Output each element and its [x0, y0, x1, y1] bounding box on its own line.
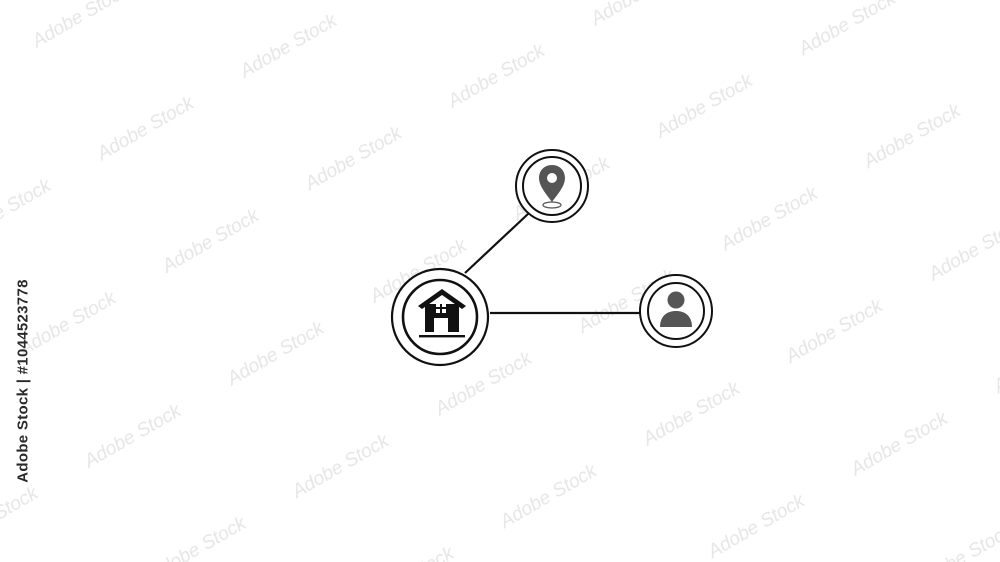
node-person [639, 274, 713, 348]
node-location [515, 149, 589, 223]
location-pin-icon [539, 165, 565, 209]
house-icon [418, 289, 466, 338]
node-home [390, 267, 490, 367]
person-icon [660, 291, 692, 327]
edge-home-location [464, 213, 529, 274]
watermark-side-text: Adobe Stock | #1044523778 [14, 279, 32, 483]
